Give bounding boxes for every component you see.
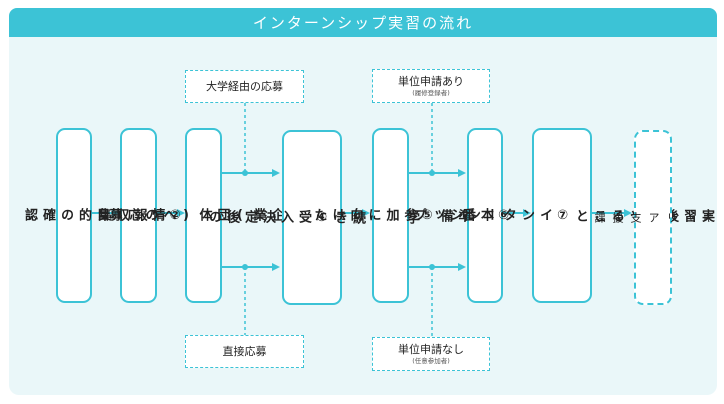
step-7-label-col1: ⑦ イ ン タ ー ン シ ッ プ [411,207,570,224]
route-univ-box: 大学経由の応募 [185,70,304,103]
step-1-box: ① 目 的 の 確 認 [22,128,127,303]
step-5-label-col2: 準 備 [437,208,471,223]
step-4-label-col1: ④ 受 入 決 定 後 の [206,209,329,226]
step-5-label-col1: ⑤ 参 加 に 向 け た [311,207,435,224]
route-univ-label: 大学経由の応募 [206,79,283,93]
career-support-label: キ ャ リ ア 支 援 課 [593,212,714,223]
credit-yes-label: 単位申請あり [398,74,464,88]
route-direct-label: 直接応募 [222,344,267,358]
credit-no-sub: (任意参加者) [412,356,450,365]
career-support-box: キ ャ リ ア 支 援 課 [593,130,714,305]
step-2-label: ② 情 報 収 集 [95,207,183,224]
step-4-box: ④ 受 入 決 定 後 の 学 内 手 続 き [206,130,419,305]
credit-no-label: 単位申請なし [398,342,464,356]
step-7-box: ⑦ イ ン タ ー ン シ ッ プ 実 習 後 に や る こ と [411,128,714,303]
credit-yes-sub: (履修登録者) [412,88,450,97]
step-5-box: ⑤ 参 加 に 向 け た 準 備 [312,128,471,303]
junction-credit-yes [429,170,435,176]
junction-credit-no [429,264,435,270]
junction-univ [242,170,248,176]
step-6-label: ⑥ 本 番 [460,207,511,224]
step-2-box: ② 情 報 収 集 [96,128,183,303]
route-direct-box: 直接応募 [185,335,304,368]
junction-direct [242,264,248,270]
diagram-title: インターンシップ実習の流れ [9,8,717,37]
step-6-box: ⑥ 本 番 [460,128,511,303]
credit-no-box: 単位申請なし (任意参加者) [372,337,490,371]
step-1-label: ① 目 的 の 確 認 [22,207,127,224]
credit-yes-box: 単位申請あり (履修登録者) [372,69,490,103]
